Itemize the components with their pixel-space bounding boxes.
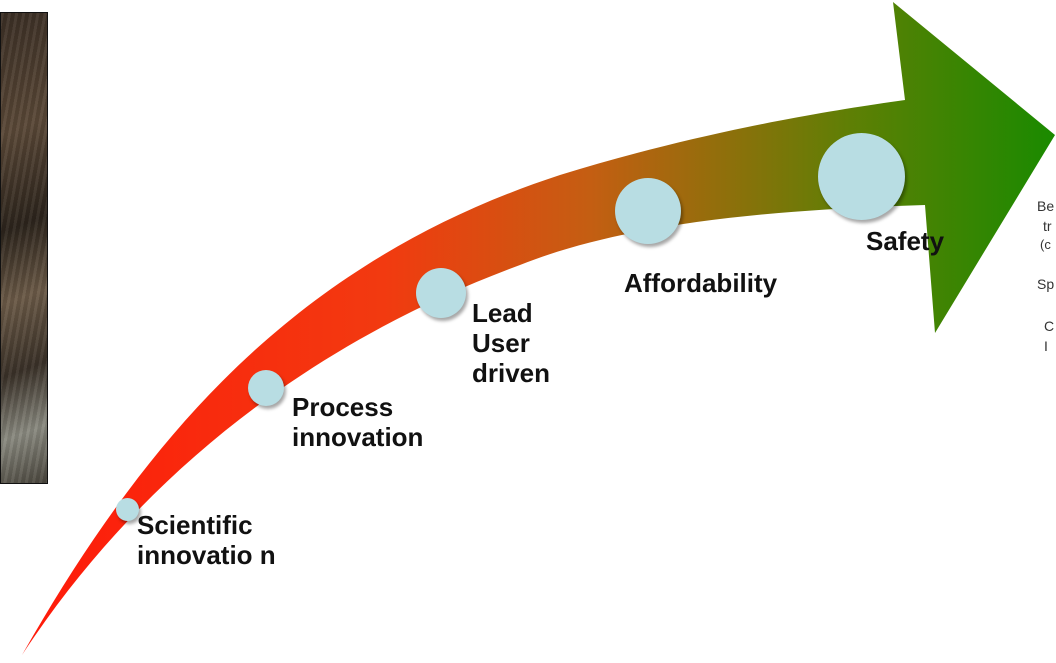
side-text-3: (c [1040,237,1051,252]
stage-label-scientific: Scientific innovatio n [137,510,276,570]
stage-label-safety: Safety [866,226,945,256]
stage-label-lead-user: Lead User driven [472,298,551,388]
stage-circle-2 [248,370,284,406]
side-text-5: C [1044,318,1055,334]
side-text-2: tr [1043,218,1052,234]
side-text-1: Be [1037,198,1055,214]
arrow-body [22,2,1055,655]
stage-circle-5 [818,133,905,220]
side-text-4: Sp [1037,276,1055,292]
cropped-photo [0,12,48,484]
side-text-6: I [1044,338,1048,354]
stage-label-affordability: Affordability [624,268,778,298]
stage-circle-1 [116,498,139,521]
stage-circle-4 [615,178,681,244]
stage-label-process: Process innovation [292,392,424,452]
stage-circle-3 [416,268,466,318]
